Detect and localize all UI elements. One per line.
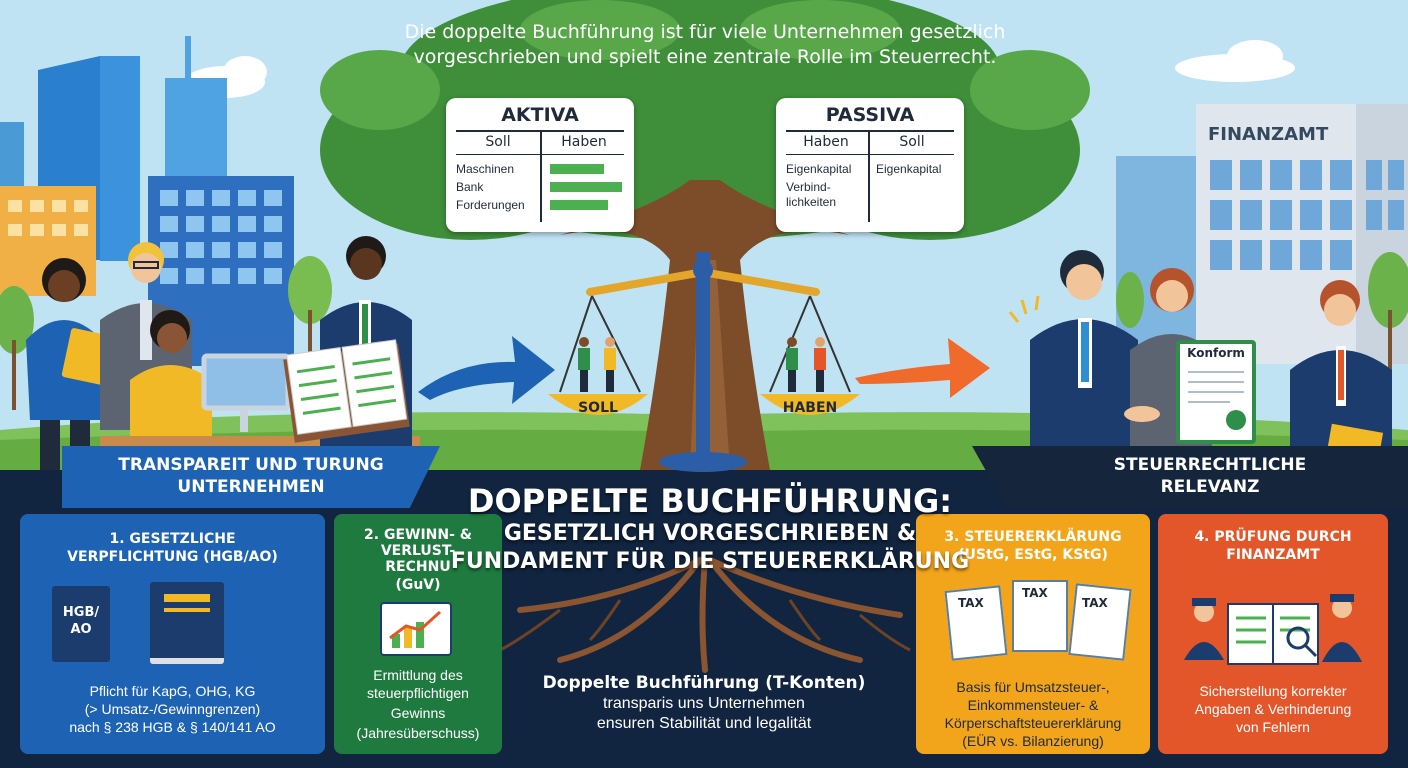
panel-1-text-3: nach § 238 HGB & § 140/141 AO (69, 719, 276, 735)
center-caption-line-2: transparis uns Unternehmen (603, 695, 805, 712)
panel-3-text-4: (EÜR vs. Bilanzierung) (962, 733, 1104, 749)
panel-2-title-3: RECHNU (385, 559, 451, 575)
arrow-right-icon (855, 338, 990, 398)
panel-4-text-3: von Fehlern (1236, 719, 1310, 735)
aktiva-col-haben: Haben (561, 134, 607, 150)
panel-3-text-1: Basis für Umsatzsteuer-, (956, 679, 1110, 695)
panel-4-text-2: Angaben & Verhinderung (1194, 701, 1352, 717)
tax-label: TAX (1082, 596, 1108, 610)
panel-3-text-3: Körperschaftsteuererklärung (944, 715, 1122, 731)
banner-left-line-2: UNTERNEHMEN (177, 477, 325, 497)
center-caption-line-1: Doppelte Buchführung (T-Konten) (542, 673, 866, 693)
passiva-card: PASSIVA Haben Soll Eigenkapital Verbind-… (776, 98, 964, 232)
tax-form-icon (1068, 583, 1132, 661)
banner-tax-relevance: STEUERRECHTLICHE RELEVANZ (972, 446, 1408, 508)
book-label: HGB/ AO (52, 604, 110, 638)
aktiva-title: AKTIVA (501, 104, 579, 126)
aktiva-card: AKTIVA Soll Haben Maschinen Bank Forderu… (446, 98, 634, 232)
panel-2-text-1: Ermittlung des (373, 667, 463, 683)
aktiva-row: Bank (456, 180, 484, 194)
aktiva-bar (550, 200, 608, 210)
panel-1-text-2: (> Umsatz-/Gewinngrenzen) (84, 701, 261, 717)
intro-text: Die doppelte Buchführung ist für viele U… (360, 20, 1050, 70)
main-title-line-2: GESETZLICH VORGESCHRIEBEN & (503, 521, 917, 546)
panel-2-title-1: 2. GEWINN- & (364, 527, 472, 543)
person-icon (578, 337, 826, 392)
passiva-row: lichkeiten (786, 195, 837, 209)
law-book-icon (52, 586, 110, 662)
haben-pan-label: HABEN (782, 400, 838, 416)
panel-profit-loss: 2. GEWINN- & VERLUST- RECHNU (GuV) Ermit… (334, 514, 502, 754)
aktiva-row: Forderungen (456, 198, 525, 212)
konform-certificate-label: Konform (1187, 346, 1245, 360)
intro-line-1: Die doppelte Buchführung ist für viele U… (404, 21, 1006, 43)
book-label-line-2: AO (70, 622, 92, 637)
panel-4-title-2: FINANZAMT (1226, 547, 1320, 563)
growth-chart-icon (380, 602, 452, 656)
center-caption-line-3: ensuren Stabilität und legalität (596, 715, 812, 732)
panel-2-text-2: steuerpflichtigen (367, 685, 469, 701)
book-label-line-1: HGB/ (62, 605, 100, 620)
auditors-icon (1184, 594, 1362, 665)
aktiva-col-soll: Soll (485, 134, 511, 150)
panel-3-title-1: 3. STEUERERKLÄRUNG (944, 529, 1122, 545)
panel-1-text-1: Pflicht für KapG, OHG, KG (89, 683, 256, 699)
passiva-right-row: Eigenkapital (876, 162, 942, 176)
panel-2-title-2: VERLUST- (380, 543, 456, 559)
main-title-line-3: FUNDAMENT FÜR DIE STEUERERKLÄRUNG (450, 549, 970, 574)
intro-line-2: vorgeschrieben und spielt eine zentrale … (413, 46, 997, 68)
main-title: DOPPELTE BUCHFÜHRUNG: GESETZLICH VORGESC… (420, 482, 1000, 576)
aktiva-bar (550, 164, 604, 174)
panel-3-title-2: (UStG, EStG, KStG) (958, 547, 1108, 563)
panel-2-title-4: (GuV) (395, 577, 441, 593)
panel-1-title-2: VERPFLICHTUNG (HGB/AO) (67, 549, 278, 565)
book-icon (150, 582, 224, 664)
panel-1-title-1: 1. GESETZLICHE (109, 531, 236, 547)
passiva-title: PASSIVA (825, 104, 915, 126)
passiva-row: Verbind- (786, 180, 831, 194)
panel-tax-return: 3. STEUERERKLÄRUNG (UStG, EStG, KStG) TA… (916, 514, 1150, 754)
tax-label: TAX (1022, 586, 1048, 600)
finanzamt-sign: FINANZAMT (1208, 124, 1329, 145)
passiva-col-soll: Soll (899, 134, 925, 150)
tax-label: TAX (958, 596, 984, 610)
center-caption: Doppelte Buchführung (T-Konten) transpar… (496, 672, 912, 734)
panel-4-title-1: 4. PRÜFUNG DURCH (1194, 529, 1352, 545)
panel-4-text-1: Sicherstellung korrekter (1199, 683, 1347, 699)
panel-3-text-2: Einkommensteuer- & (967, 697, 1099, 713)
passiva-col-haben: Haben (803, 134, 849, 150)
main-title-line-1: DOPPELTE BUCHFÜHRUNG: (467, 482, 953, 520)
banner-right-line-1: STEUERRECHTLICHE (1113, 455, 1307, 475)
passiva-row: Eigenkapital (786, 162, 852, 176)
panel-2-text-3: Gewinns (390, 705, 446, 721)
panel-legal-obligation: 1. GESETZLICHE VERPFLICHTUNG (HGB/AO) HG… (20, 514, 325, 754)
panel-tax-audit: 4. PRÜFUNG DURCH FINANZAMT Sicherstellun… (1158, 514, 1388, 754)
banner-transparency: TRANSPAREIT UND TURUNG UNTERNEHMEN (62, 446, 440, 508)
banner-right-line-2: RELEVANZ (1160, 477, 1260, 497)
arrow-right-icon (418, 336, 555, 404)
tax-form-icon (1012, 580, 1068, 652)
panel-2-text-4: (Jahresüberschuss) (356, 725, 480, 741)
aktiva-row: Maschinen (456, 162, 515, 176)
banner-left-line-1: TRANSPAREIT UND TURUNG (118, 455, 384, 475)
aktiva-bar (550, 182, 622, 192)
soll-pan-label: SOLL (578, 400, 618, 416)
